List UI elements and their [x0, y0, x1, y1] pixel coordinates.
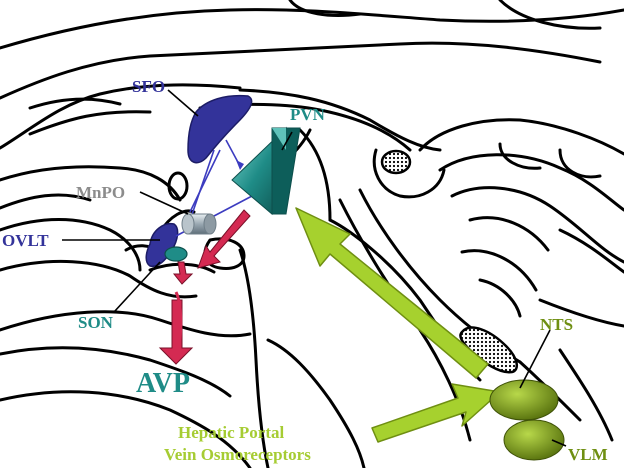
label-sfo: SFO [132, 77, 165, 96]
label-pvn: PVN [290, 105, 326, 124]
leader-lines [62, 89, 567, 447]
sfo-to-pvn-arrowhead [236, 160, 244, 170]
sfo-nucleus [187, 94, 253, 164]
pons-dotted-region [459, 326, 519, 374]
avp-red-line [174, 291, 183, 341]
label-ovlt: OVLT [2, 231, 49, 250]
green-arrows [295, 207, 501, 443]
nts-to-pvn-arrow [295, 207, 489, 379]
nts-nucleus [489, 379, 559, 421]
superior-colliculus-dotted [380, 149, 412, 175]
mnpo-nucleus [181, 213, 217, 235]
dotted-structures [380, 149, 519, 374]
avp-release-arrow [158, 299, 194, 365]
label-hepatic-line1: Hepatic Portal [178, 423, 284, 442]
hepatic-to-nts-arrow [371, 383, 501, 443]
label-hepatic-line2: Vein Osmoreceptors [164, 445, 311, 464]
label-son: SON [78, 313, 114, 332]
label-vlm: VLM [568, 445, 608, 464]
pvn-to-son-arrow [197, 209, 251, 269]
olive-nuclei [489, 379, 565, 461]
label-avp: AVP [136, 368, 190, 399]
labels: SFO PVN MnPO OVLT SON AVP NTS VLM Hepati… [2, 77, 608, 464]
son-nucleus [164, 246, 188, 262]
pvn-nucleus [231, 126, 301, 215]
label-nts: NTS [540, 315, 573, 334]
label-mnpo: MnPO [76, 183, 125, 202]
vlm-nucleus [503, 419, 565, 461]
red-arrows [158, 209, 251, 365]
son-local-arrow [172, 261, 194, 285]
